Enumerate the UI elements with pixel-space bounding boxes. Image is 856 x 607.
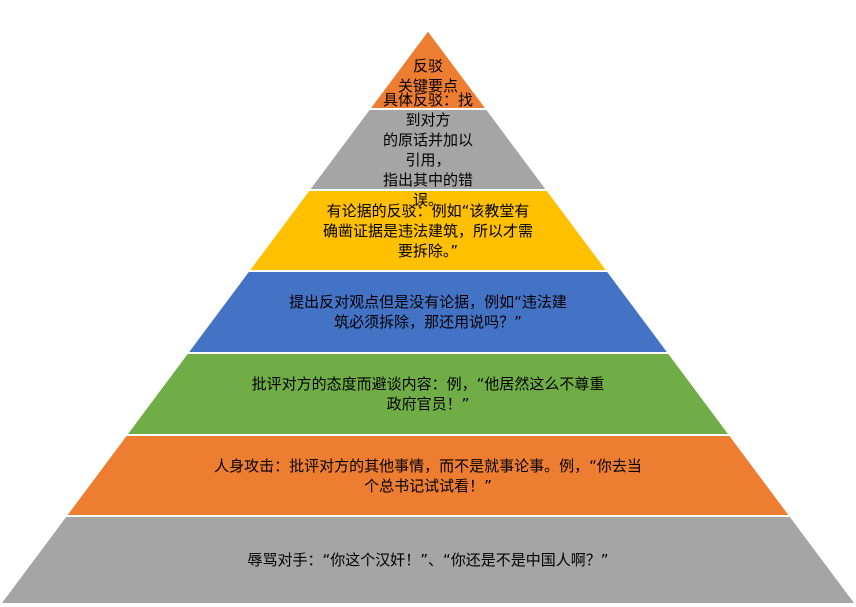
- tier-7-label-name-calling: 辱骂对手：“你这个汉奸！”、“你还是不是中国人啊？”: [247, 551, 609, 569]
- tier-7-shape: [0, 515, 856, 605]
- tier-5-label-tone-criticism: 批评对方的态度而避谈内容：例，“他居然这么不尊重 政府官员！”: [251, 375, 605, 413]
- tier-2-label-specific-rebuttal: 具体反驳：找到对方 的原话并加以引用， 指出其中的错误。: [382, 91, 473, 209]
- tier-6-label-personal-attack: 人身攻击：批评对方的其他事情，而不是就事论事。例，“你去当 个总书记试试看！”: [214, 456, 642, 495]
- tier-1-label-rebuttal-key-point: 反驳 关键要点: [397, 56, 458, 95]
- tier-3-label-evidenced-rebuttal: 有论据的反驳：例如“该教堂有 确凿证据是违法建筑，所以才需 要拆除。”: [322, 201, 533, 260]
- tier-4-label-contradiction-without-evidence: 提出反对观点但是没有论据，例如“违法建 筑必须拆除，那还用说吗？”: [289, 293, 567, 331]
